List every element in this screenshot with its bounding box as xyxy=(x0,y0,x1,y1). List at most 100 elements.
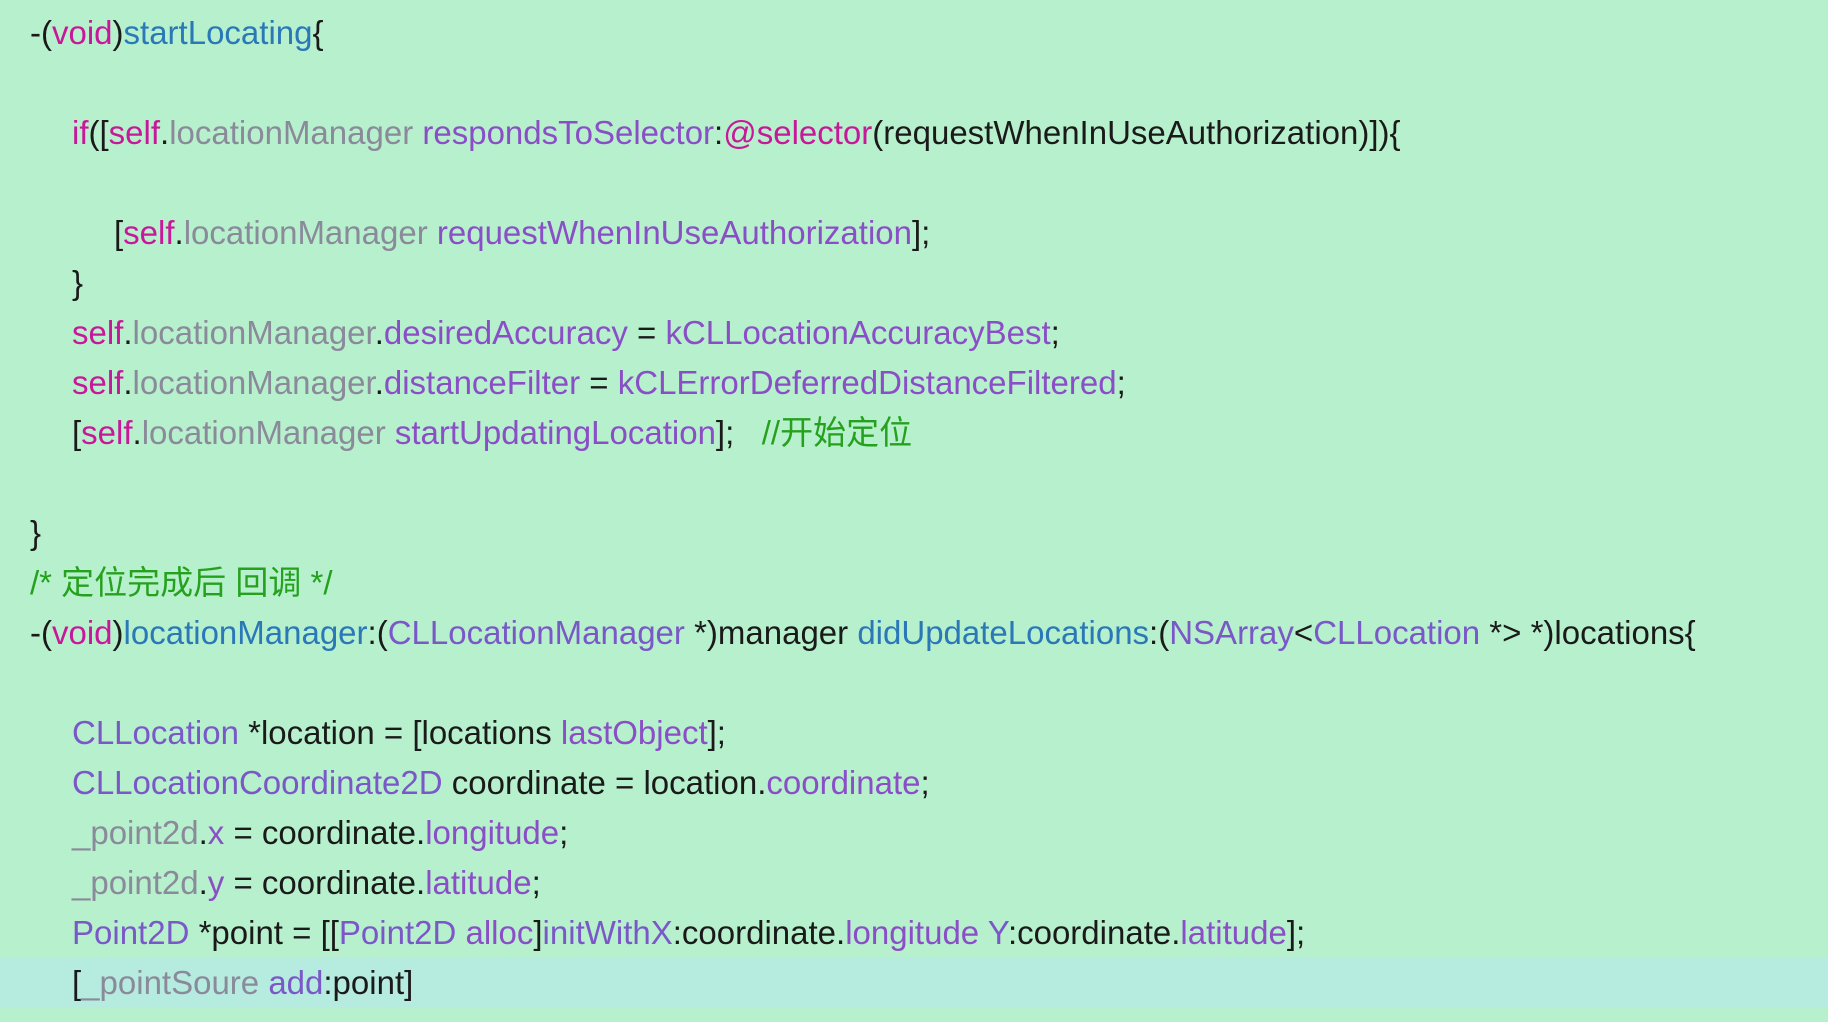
code-token: [ xyxy=(72,414,82,451)
code-token: . xyxy=(160,114,170,151)
code-line[interactable]: -(void)locationManager:(CLLocationManage… xyxy=(0,608,1828,658)
code-token: kCLErrorDeferredDistanceFiltered xyxy=(617,364,1117,401)
code-token: *point = [[ xyxy=(189,914,339,951)
code-token: . xyxy=(374,314,384,351)
code-line[interactable]: if([self.locationManager respondsToSelec… xyxy=(0,108,1828,158)
code-token: x xyxy=(207,814,225,851)
code-token: CLLocation xyxy=(1313,614,1481,651)
code-token: ]; xyxy=(1286,914,1306,951)
code-token: if xyxy=(72,114,89,151)
code-token xyxy=(428,214,437,251)
code-token xyxy=(979,914,988,951)
code-token: . xyxy=(374,364,384,401)
code-line[interactable]: _point2d.y = coordinate.latitude; xyxy=(0,858,1828,908)
code-token: coordinate = location. xyxy=(442,764,767,801)
code-token: kCLLocationAccuracyBest xyxy=(665,314,1051,351)
code-token: locationManager xyxy=(141,414,386,451)
code-line[interactable]: CLLocationCoordinate2D coordinate = loca… xyxy=(0,758,1828,808)
code-token: *> *)locations{ xyxy=(1480,614,1696,651)
code-line[interactable] xyxy=(0,658,1828,708)
code-token: CLLocationManager xyxy=(387,614,685,651)
code-line[interactable]: self.locationManager.distanceFilter = kC… xyxy=(0,358,1828,408)
code-token: desiredAccuracy xyxy=(383,314,628,351)
code-token: longitude xyxy=(425,814,560,851)
code-token: ] xyxy=(533,914,543,951)
code-token: locationManager xyxy=(123,614,368,651)
code-line[interactable]: [self.locationManager requestWhenInUseAu… xyxy=(0,208,1828,258)
code-token: . xyxy=(198,864,208,901)
code-token: add xyxy=(268,964,324,1001)
code-token: longitude xyxy=(845,914,980,951)
code-token: ) xyxy=(112,14,124,51)
code-token: alloc xyxy=(465,914,534,951)
code-token: self xyxy=(81,414,133,451)
code-token: = coordinate. xyxy=(224,864,426,901)
code-token: ]; xyxy=(911,214,931,251)
code-token: [ xyxy=(114,214,124,251)
code-token: self xyxy=(72,364,124,401)
code-token: . xyxy=(123,364,133,401)
code-token: *location = [locations xyxy=(238,714,561,751)
code-line[interactable]: Point2D *point = [[Point2D alloc]initWit… xyxy=(0,908,1828,958)
code-token: y xyxy=(207,864,225,901)
code-token: _point2d xyxy=(72,814,199,851)
code-token: requestWhenInUseAuthorization xyxy=(436,214,912,251)
code-line[interactable]: } xyxy=(0,258,1828,308)
code-token: { xyxy=(312,14,324,51)
code-token: initWithX xyxy=(542,914,673,951)
code-token: locationManager xyxy=(132,364,375,401)
code-token: respondsToSelector xyxy=(422,114,715,151)
code-line[interactable]: CLLocation *location = [locations lastOb… xyxy=(0,708,1828,758)
code-token: _pointSoure xyxy=(81,964,260,1001)
code-token: . xyxy=(198,814,208,851)
code-token: (requestWhenInUseAuthorization)]){ xyxy=(872,114,1401,151)
code-token: latitude xyxy=(425,864,532,901)
code-token: latitude xyxy=(1180,914,1287,951)
code-token: @selector xyxy=(723,114,873,151)
code-token: CLLocationCoordinate2D xyxy=(72,764,443,801)
code-token: } xyxy=(72,264,84,301)
code-token: :( xyxy=(367,614,388,651)
code-token: startUpdatingLocation xyxy=(394,414,716,451)
code-line[interactable] xyxy=(0,458,1828,508)
code-token: = coordinate. xyxy=(224,814,426,851)
code-line[interactable]: _point2d.x = coordinate.longitude; xyxy=(0,808,1828,858)
current-code-line[interactable]: [_pointSoure add:point] xyxy=(0,958,1828,1008)
code-token: -( xyxy=(30,614,52,651)
code-line[interactable] xyxy=(0,58,1828,108)
code-line[interactable]: [self.locationManager startUpdatingLocat… xyxy=(0,408,1828,458)
code-token: *)manager xyxy=(684,614,858,651)
code-token: -( xyxy=(30,14,52,51)
code-token: locationManager xyxy=(183,214,428,251)
code-token: : xyxy=(714,114,724,151)
code-token: Point2D xyxy=(72,914,190,951)
code-line[interactable]: } xyxy=(0,508,1828,558)
code-token: locationManager xyxy=(169,114,414,151)
code-token: ; xyxy=(531,864,541,901)
code-token: ; xyxy=(920,764,930,801)
code-token: coordinate xyxy=(766,764,921,801)
code-token: < xyxy=(1293,614,1314,651)
code-token xyxy=(259,964,268,1001)
code-token: ; xyxy=(1050,314,1060,351)
code-token: didUpdateLocations xyxy=(857,614,1150,651)
code-token: = xyxy=(627,314,666,351)
code-token: ; xyxy=(1116,364,1126,401)
code-token: NSArray xyxy=(1169,614,1294,651)
code-token: :coordinate. xyxy=(1007,914,1181,951)
code-line[interactable]: -(void)startLocating{ xyxy=(0,8,1828,58)
code-token xyxy=(386,414,395,451)
code-token: Y xyxy=(987,914,1008,951)
code-token: _point2d xyxy=(72,864,199,901)
code-token: ; xyxy=(559,814,569,851)
code-token: :( xyxy=(1149,614,1170,651)
code-token: lastObject xyxy=(560,714,708,751)
code-token: . xyxy=(174,214,184,251)
code-line[interactable] xyxy=(0,158,1828,208)
code-line[interactable]: /* 定位完成后 回调 */ xyxy=(0,558,1828,608)
code-token: ([ xyxy=(88,114,109,151)
code-token: void xyxy=(51,14,113,51)
code-line[interactable]: self.locationManager.desiredAccuracy = k… xyxy=(0,308,1828,358)
code-token: [ xyxy=(72,964,82,1001)
